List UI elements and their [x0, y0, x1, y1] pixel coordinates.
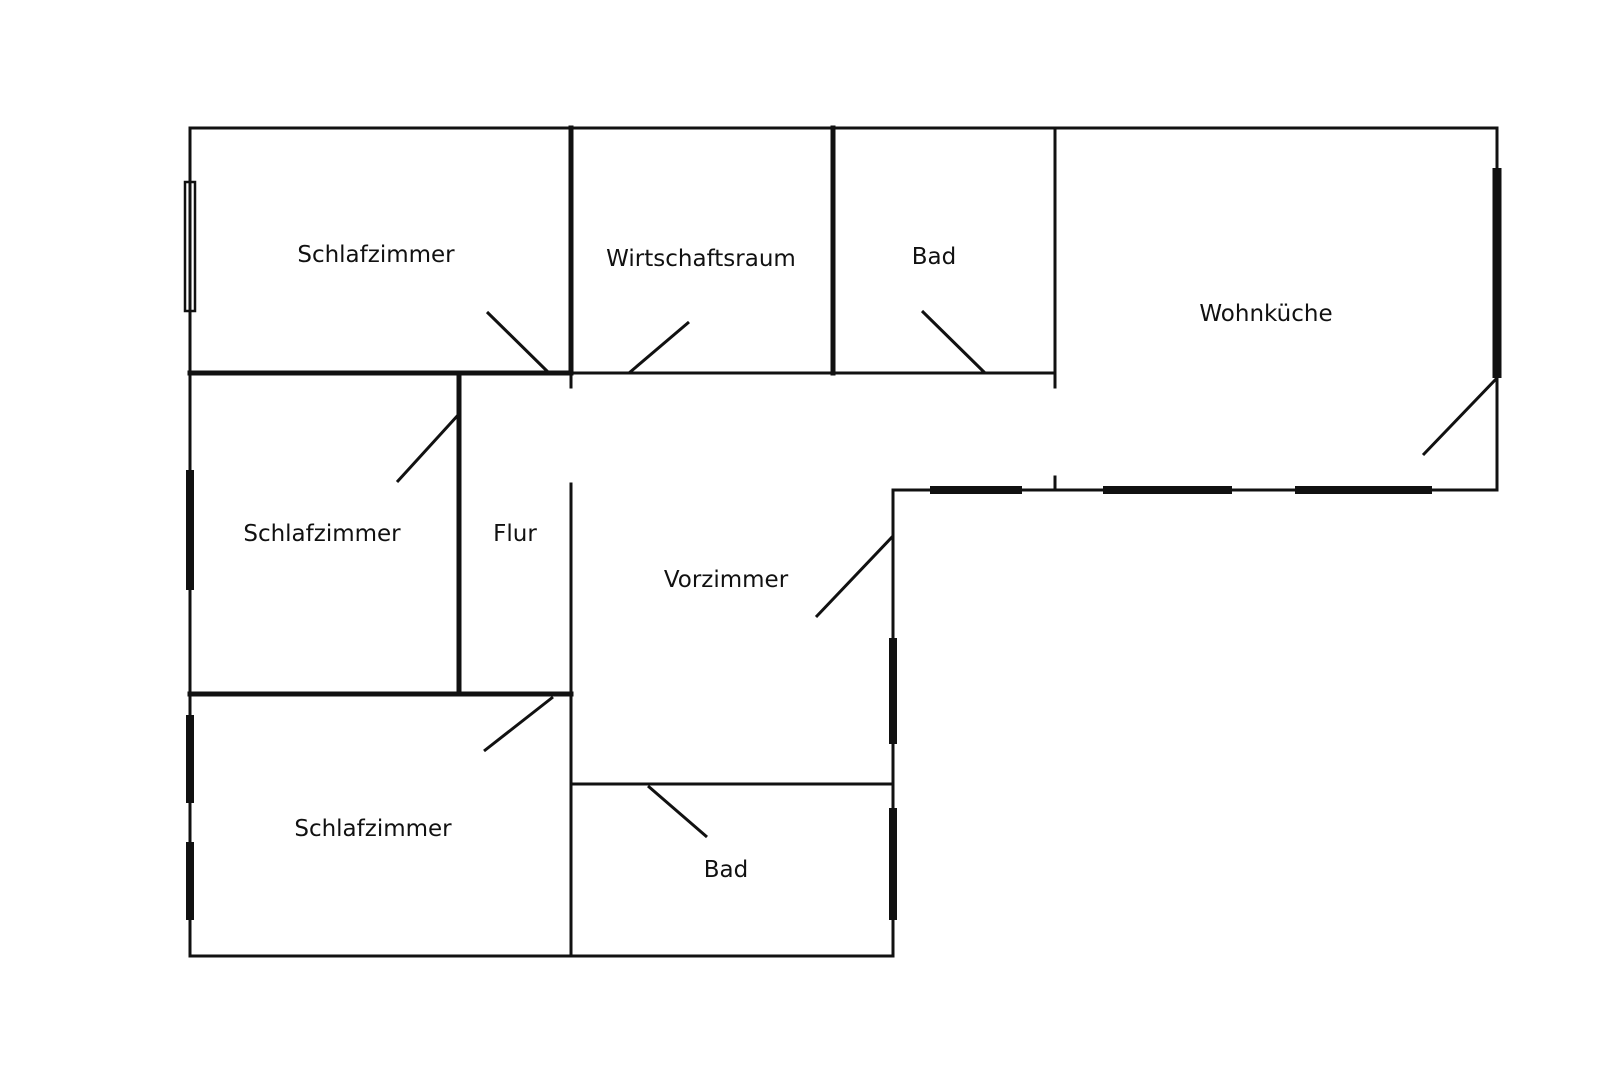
door [814, 534, 895, 619]
room-label-schlafzimmer-2: Schlafzimmer [243, 521, 401, 547]
door [1421, 376, 1499, 457]
room-label-wohnkueche: Wohnküche [1199, 301, 1332, 327]
doors [395, 309, 1499, 839]
windows [183, 168, 1502, 920]
door [395, 412, 461, 484]
door [920, 309, 987, 375]
door [483, 695, 554, 753]
door [485, 310, 551, 375]
room-label-bad-2: Bad [704, 857, 748, 883]
door [628, 320, 690, 375]
room-label-flur: Flur [493, 521, 537, 547]
thick-walls [187, 125, 836, 697]
room-label-vorzimmer: Vorzimmer [664, 567, 789, 593]
room-label-schlafzimmer-1: Schlafzimmer [297, 242, 455, 268]
door [647, 784, 708, 839]
room-labels: Schlafzimmer Wirtschaftsraum Bad Wohnküc… [243, 242, 1332, 883]
room-label-bad-1: Bad [912, 244, 956, 270]
room-label-schlafzimmer-3: Schlafzimmer [294, 816, 452, 842]
window [183, 180, 197, 313]
room-label-wirtschaftsraum: Wirtschaftsraum [606, 246, 796, 272]
